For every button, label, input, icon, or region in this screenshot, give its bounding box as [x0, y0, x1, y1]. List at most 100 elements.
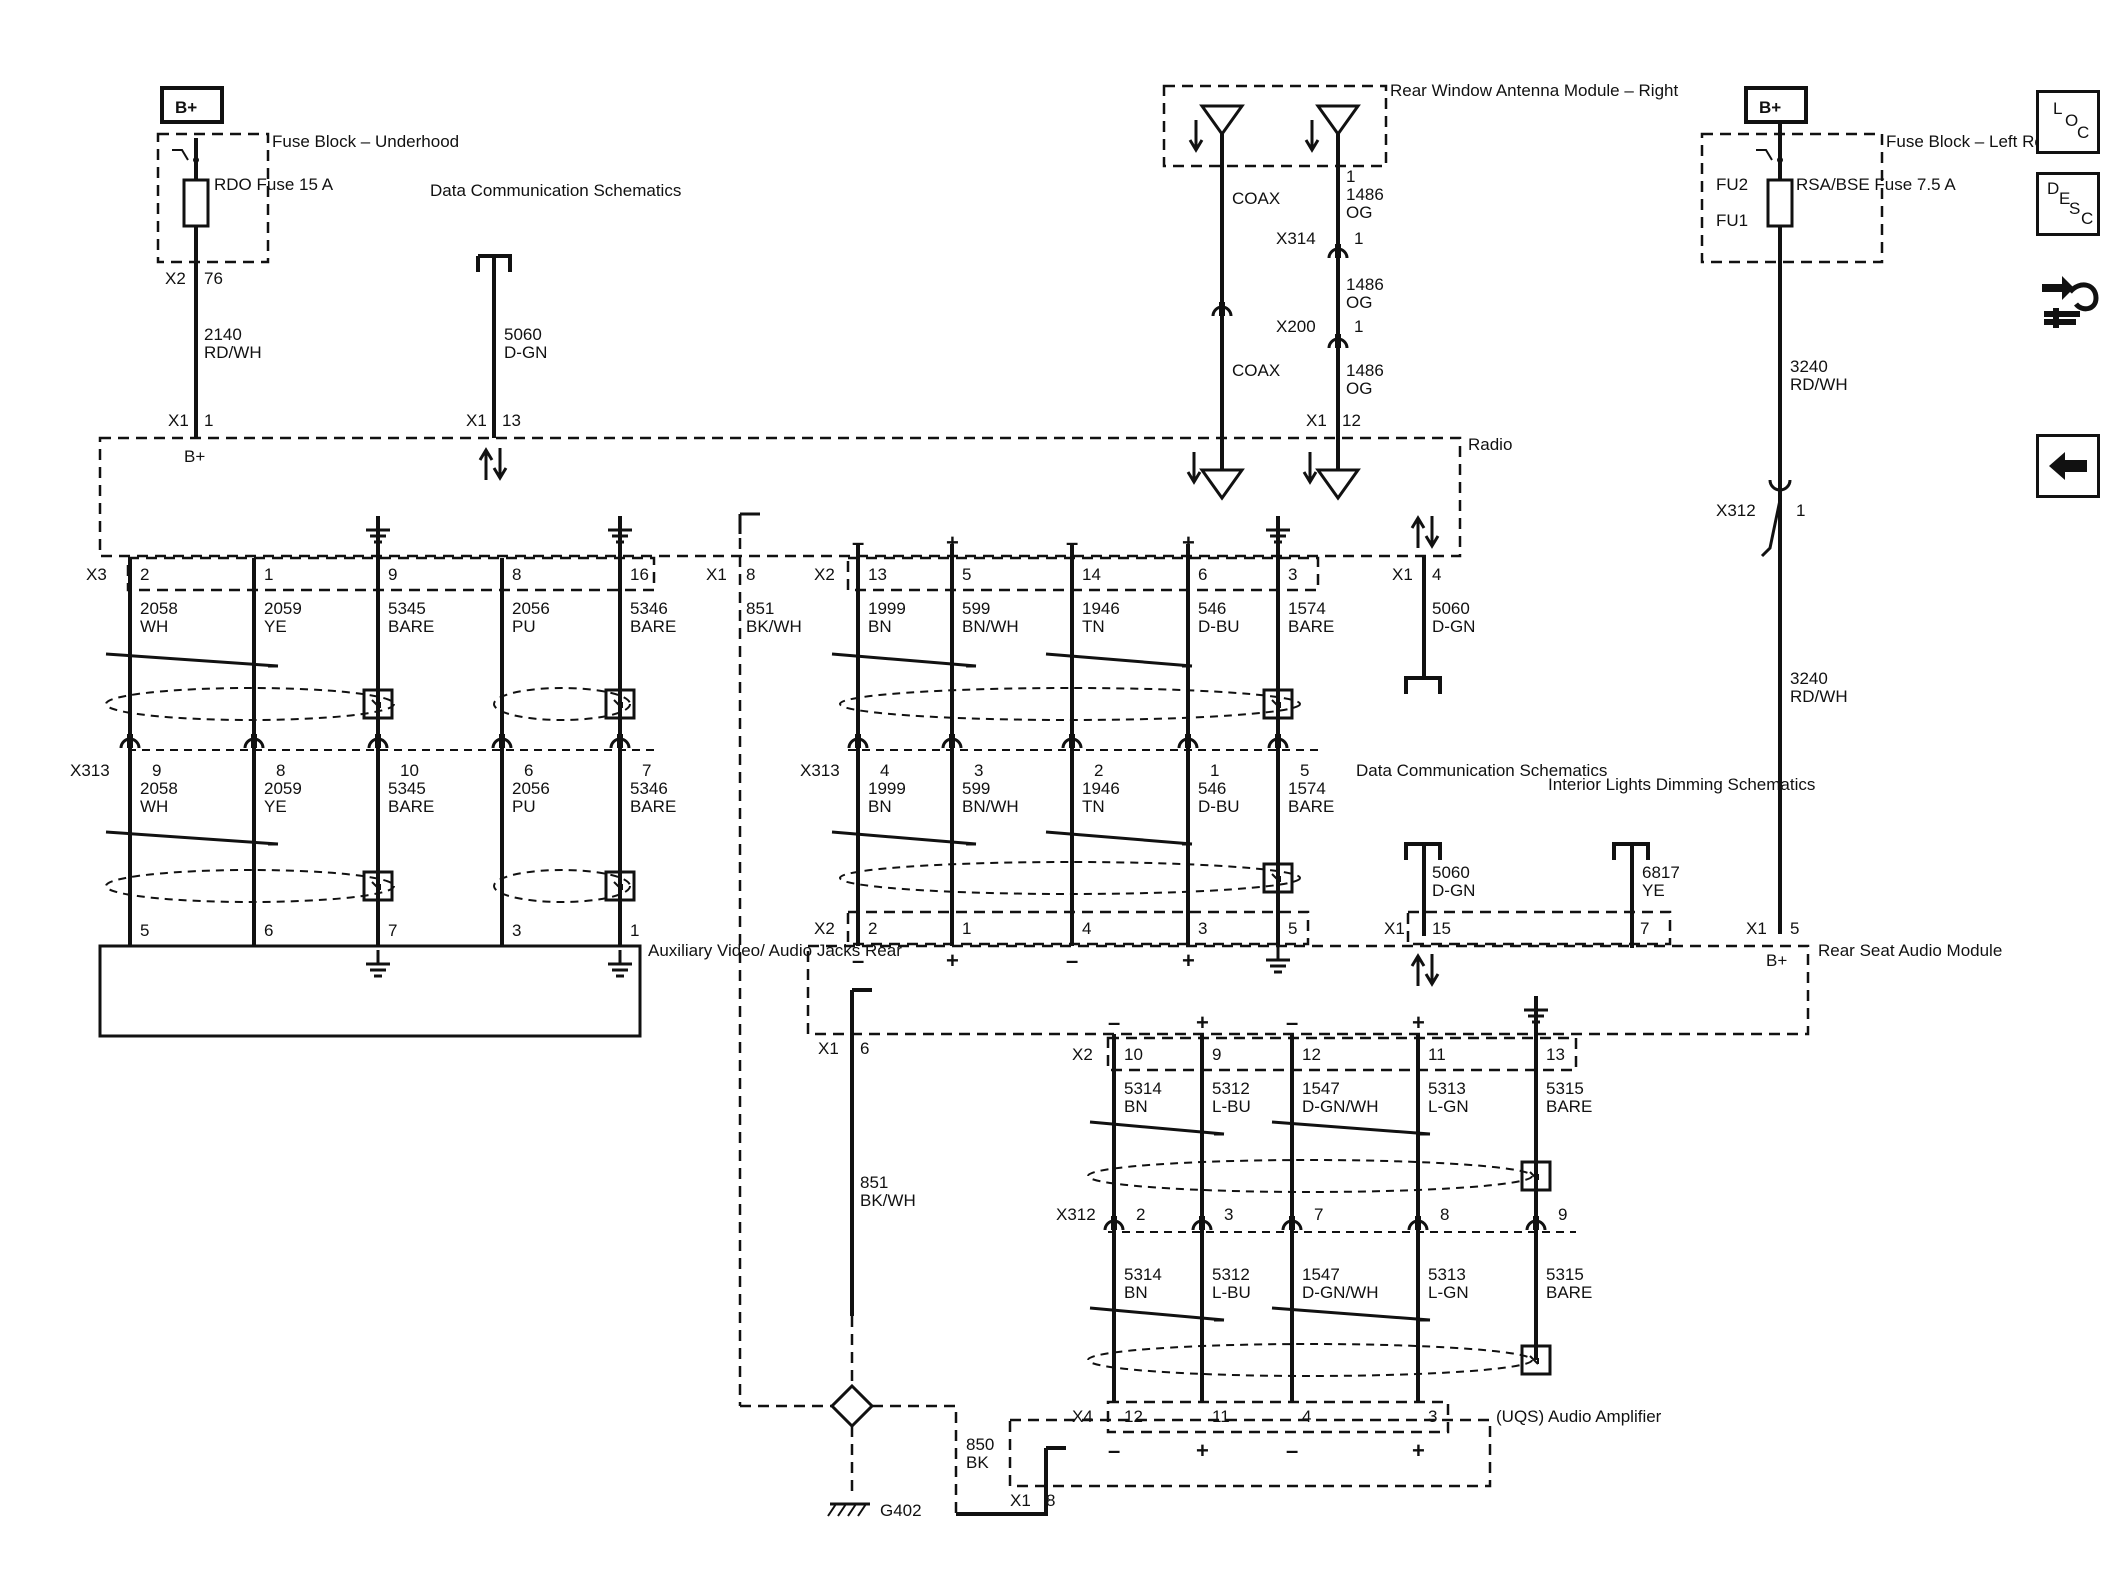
wire-1486-b: 1486 [1346, 275, 1384, 294]
x312-pin: 8 [1440, 1205, 1449, 1224]
x313-left-label: X313 [70, 761, 110, 780]
amp-wire-number: 5313 [1428, 1265, 1466, 1284]
amp-x4-pin: 11 [1212, 1407, 1230, 1426]
bidirectional-arrows-icon [478, 447, 508, 481]
x313-aux-pin: 8 [276, 761, 285, 780]
rear-fuse-block-label: Fuse Block – Left Rear [1886, 132, 2059, 151]
loc-button[interactable]: L O C [2036, 90, 2100, 154]
rsam-wires: –131999BN41999BN2–+5599BN/WH3599BN/WH1+–… [831, 514, 1334, 974]
x313-connector [1177, 732, 1199, 750]
desc-letter-s: S [2069, 199, 2081, 218]
rsam-gnd-wire-color: BK/WH [860, 1191, 916, 1210]
rsam-out-pin: 13 [1546, 1045, 1565, 1064]
desc-letter-c: C [2081, 209, 2094, 228]
rsam-out-polarity: – [1286, 1010, 1298, 1035]
aux-wire-color: WH [140, 617, 168, 636]
b-plus-underhood: B+ [160, 86, 224, 124]
connector-view-icon[interactable] [2036, 262, 2106, 332]
aux-jack-pin: 7 [388, 921, 397, 940]
aux-wire-number: 5346 [630, 599, 668, 618]
radio-polarity: + [1182, 530, 1195, 555]
x312-pin: 9 [1558, 1205, 1567, 1224]
twisted-pair-mark [1271, 1306, 1431, 1322]
rsam-polarity: – [1066, 948, 1078, 973]
aux-wire-number: 2059 [264, 599, 302, 618]
rsam-wire-number: 1946 [1082, 779, 1120, 798]
rsam-x2-pin: 3 [1198, 919, 1207, 938]
wire-5060-low: 5060 [1432, 863, 1470, 882]
x312-top-pin: 1 [1796, 501, 1805, 520]
fu2-label: FU2 [1716, 175, 1748, 194]
shield-ellipse [493, 687, 631, 721]
aux-wire-number: 2059 [264, 779, 302, 798]
rsam-wire-number: 546 [1198, 779, 1226, 798]
rsa-fuse-label: RSA/BSE Fuse 7.5 A [1796, 175, 1956, 194]
rsam-wire-color: BARE [1288, 617, 1334, 636]
wire-5060-low-color: D-GN [1432, 881, 1475, 900]
x312-label: X312 [1056, 1205, 1096, 1224]
rsam-wire-number: 1946 [1082, 599, 1120, 618]
wire-5060-mid: 5060 [1432, 599, 1470, 618]
splice-diamond [829, 1383, 875, 1429]
rsam-out-x2: X2 [1072, 1045, 1093, 1064]
data-comm-low-label: Data Communication Schematics [1356, 761, 1607, 780]
rsam-x2-pin: 2 [868, 919, 877, 938]
x313-connector [491, 732, 513, 750]
rsam-polarity: – [852, 948, 864, 973]
x313-aux-pin: 9 [152, 761, 161, 780]
radio-polarity: + [946, 530, 959, 555]
amp-wire-color: L-BU [1212, 1283, 1251, 1302]
amp-wire-number: 5312 [1212, 1079, 1250, 1098]
aux-jack-ground-icon [364, 948, 392, 978]
shield-drain-icon [362, 870, 394, 902]
shield-ellipse [1087, 1159, 1533, 1193]
rsam-pin5: 5 [1790, 919, 1799, 938]
amp-wire-color: L-BU [1212, 1097, 1251, 1116]
amp-x4-row [1106, 1400, 1450, 1434]
amp-polarity: + [1412, 1438, 1425, 1463]
shield-drain-icon [1262, 688, 1294, 720]
x3-label: X3 [86, 565, 107, 584]
radio-polarity: – [852, 530, 864, 555]
x313-mid-label: X313 [800, 761, 840, 780]
twisted-pair-mark [831, 652, 977, 668]
g402-label: G402 [880, 1501, 922, 1520]
rsam-wire-color: TN [1082, 797, 1105, 816]
desc-button[interactable]: D E S C [2036, 172, 2100, 236]
back-button[interactable] [2036, 434, 2100, 498]
wire-5060-top: 5060 [504, 325, 542, 344]
amp-wire-color: BARE [1546, 1097, 1592, 1116]
shield-ellipse [493, 869, 631, 903]
x312-connector [1760, 479, 1792, 558]
rsam-wire-color: BN [868, 617, 892, 636]
twisted-pair-mark [1271, 1120, 1431, 1136]
x312-pin: 2 [1136, 1205, 1145, 1224]
aux-wires: 22058WH92058WH512059YE82059YE695345BARE1… [105, 514, 676, 978]
loc-letter-c: C [2077, 123, 2090, 142]
gnd-x1: X1 [706, 565, 727, 584]
interior-lights-label: Interior Lights Dimming Schematics [1548, 775, 1815, 794]
aux-wire-number: 2056 [512, 599, 550, 618]
antenna-module [1162, 84, 1388, 168]
gnd-wire-851: 851 [746, 599, 774, 618]
wire-5060-mid-color: D-GN [1432, 617, 1475, 636]
rsam-gnd-x1: X1 [818, 1039, 839, 1058]
shield-drain-icon [604, 688, 636, 720]
x313-rsam-pin: 4 [880, 761, 889, 780]
x200-label: X200 [1276, 317, 1316, 336]
x3-pin: 16 [630, 565, 649, 584]
amp-wire-color: L-GN [1428, 1097, 1469, 1116]
rsam-b-plus: B+ [1766, 951, 1787, 970]
x313-rsam-pin: 2 [1094, 761, 1103, 780]
x312-connector [1525, 1214, 1547, 1232]
rear-fuse-block [1700, 132, 1884, 264]
aux-jack-pin: 6 [264, 921, 273, 940]
pin-76: 76 [204, 269, 223, 288]
amp-wire-number: 5313 [1428, 1079, 1466, 1098]
aux-wire-number: 5345 [388, 599, 426, 618]
desc-letter-e: E [2059, 189, 2071, 208]
radio-x1-pin4: 4 [1432, 565, 1441, 584]
wire-1486-b-color: OG [1346, 293, 1372, 312]
aux-jack-pin: 5 [140, 921, 149, 940]
